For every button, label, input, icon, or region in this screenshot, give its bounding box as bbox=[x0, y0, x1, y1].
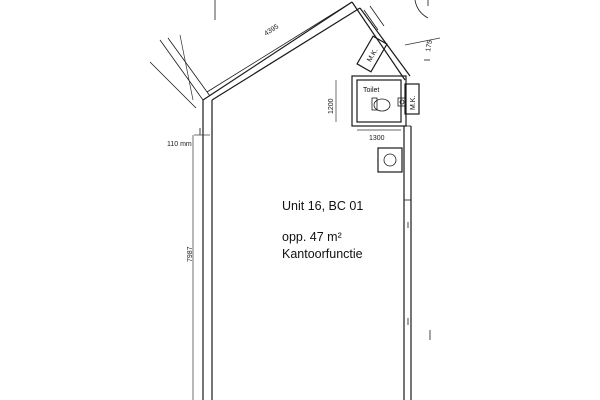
stair-line-2 bbox=[369, 5, 385, 27]
toilet-tank bbox=[371, 97, 378, 111]
unit-function: Kantoorfunctie bbox=[282, 247, 363, 261]
toilet-label: Toilet bbox=[363, 87, 379, 94]
sink bbox=[397, 97, 407, 107]
dim-line-top-right bbox=[404, 37, 441, 46]
unit-title: Unit 16, BC 01 bbox=[282, 199, 363, 213]
diagonal-wall-upper bbox=[211, 7, 361, 101]
diagonal-wall-lower bbox=[202, 1, 353, 101]
stair-line-1 bbox=[363, 9, 379, 31]
left-diag-line-1 bbox=[159, 39, 204, 101]
door-swing-arc bbox=[414, 0, 429, 19]
dim-diagonal-label: 4395 bbox=[263, 23, 280, 37]
dim-width-label: 110 mm bbox=[167, 141, 192, 148]
dim-top-right-label: 175 bbox=[425, 40, 434, 53]
right-diag-wall-2 bbox=[359, 7, 411, 77]
toilet-bowl bbox=[373, 98, 391, 112]
dim-height-label: 7987 bbox=[187, 246, 194, 262]
unit-area: opp. 47 m² bbox=[282, 230, 342, 244]
dim-toilet-width-label: 1300 bbox=[369, 135, 385, 142]
right-diag-wall bbox=[351, 1, 406, 81]
mk-right-label: M.K. bbox=[410, 96, 417, 110]
diagonal-wall-line bbox=[206, 1, 353, 93]
left-diag-line-2 bbox=[167, 37, 211, 97]
toilet-room bbox=[356, 79, 402, 123]
mk-upper-box: M.K. bbox=[356, 35, 388, 73]
washbasin bbox=[383, 153, 397, 167]
sink-drain bbox=[399, 99, 405, 105]
dim-toilet-depth-label: 1200 bbox=[328, 98, 335, 114]
mk-right-box bbox=[404, 83, 420, 115]
washbasin-box bbox=[377, 147, 403, 173]
dim-line-left bbox=[179, 34, 194, 101]
left-diag-line-3 bbox=[149, 61, 197, 109]
